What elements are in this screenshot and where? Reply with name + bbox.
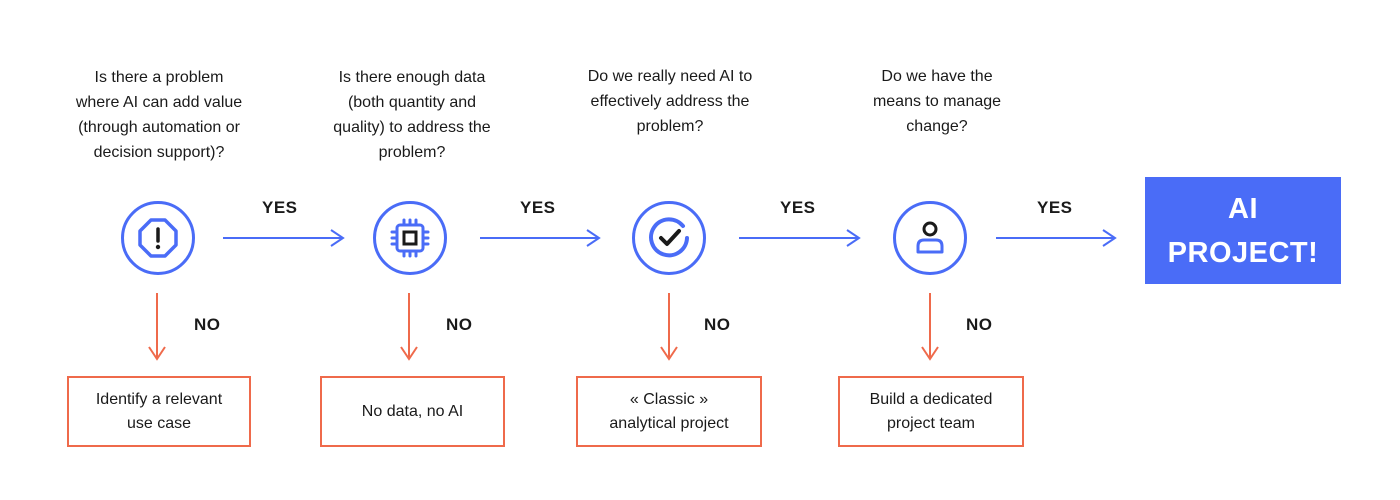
outcome-line: « Classic » (629, 390, 709, 408)
step-need-ai-node (632, 201, 706, 275)
outcome-box-team: Build a dedicated project team (838, 376, 1024, 447)
question-line: problem? (636, 118, 704, 135)
no-label: NO (966, 315, 993, 334)
question-line: (both quantity and (347, 94, 477, 111)
yes-label: YES (262, 198, 298, 217)
outcome-line: No data, no AI (361, 402, 464, 420)
no-label: NO (704, 315, 731, 334)
question-need-ai: Do we really need AI to effectively addr… (550, 64, 790, 139)
question-line: (through automation or (78, 119, 240, 136)
outcome-line: Build a dedicated (869, 390, 993, 408)
ai-project-line: PROJECT! (1167, 236, 1319, 269)
outcome-box-use-case: Identify a relevant use case (67, 376, 251, 447)
no-label: NO (194, 315, 221, 334)
question-change: Do we have the means to manage change? (817, 64, 1057, 139)
alert-octagon-icon (138, 218, 178, 258)
step-data-node (373, 201, 447, 275)
chip-icon (390, 218, 430, 258)
yes-label: YES (780, 198, 816, 217)
no-label: NO (446, 315, 473, 334)
question-line: quality) to address the (333, 119, 491, 136)
ai-project-box: AI PROJECT! (1145, 177, 1341, 284)
question-line: Do we have the (881, 68, 993, 85)
user-icon (916, 221, 944, 254)
outcome-line: analytical project (609, 414, 729, 432)
step-problem-node (121, 201, 195, 275)
outcome-line: project team (886, 414, 976, 432)
question-line: Do we really need AI to (587, 68, 753, 85)
question-line: change? (906, 118, 968, 135)
ai-project-line: AI (1228, 192, 1258, 225)
question-line: effectively address the (590, 93, 750, 110)
question-line: Is there a problem (94, 69, 224, 86)
question-line: decision support)? (93, 144, 225, 161)
outcome-box-classic: « Classic » analytical project (576, 376, 762, 447)
yes-label: YES (1037, 198, 1073, 217)
yes-label: YES (520, 198, 556, 217)
question-line: problem? (378, 144, 446, 161)
question-line: Is there enough data (338, 69, 486, 86)
question-line: where AI can add value (75, 94, 243, 111)
question-line: means to manage (872, 93, 1002, 110)
check-circle-icon (649, 217, 689, 258)
outcome-line: Identify a relevant (95, 390, 223, 408)
question-problem: Is there a problem where AI can add valu… (39, 65, 279, 165)
step-change-node (893, 201, 967, 275)
question-data: Is there enough data (both quantity and … (292, 65, 532, 165)
outcome-line: use case (126, 414, 192, 432)
outcome-box-no-data: No data, no AI (320, 376, 505, 447)
